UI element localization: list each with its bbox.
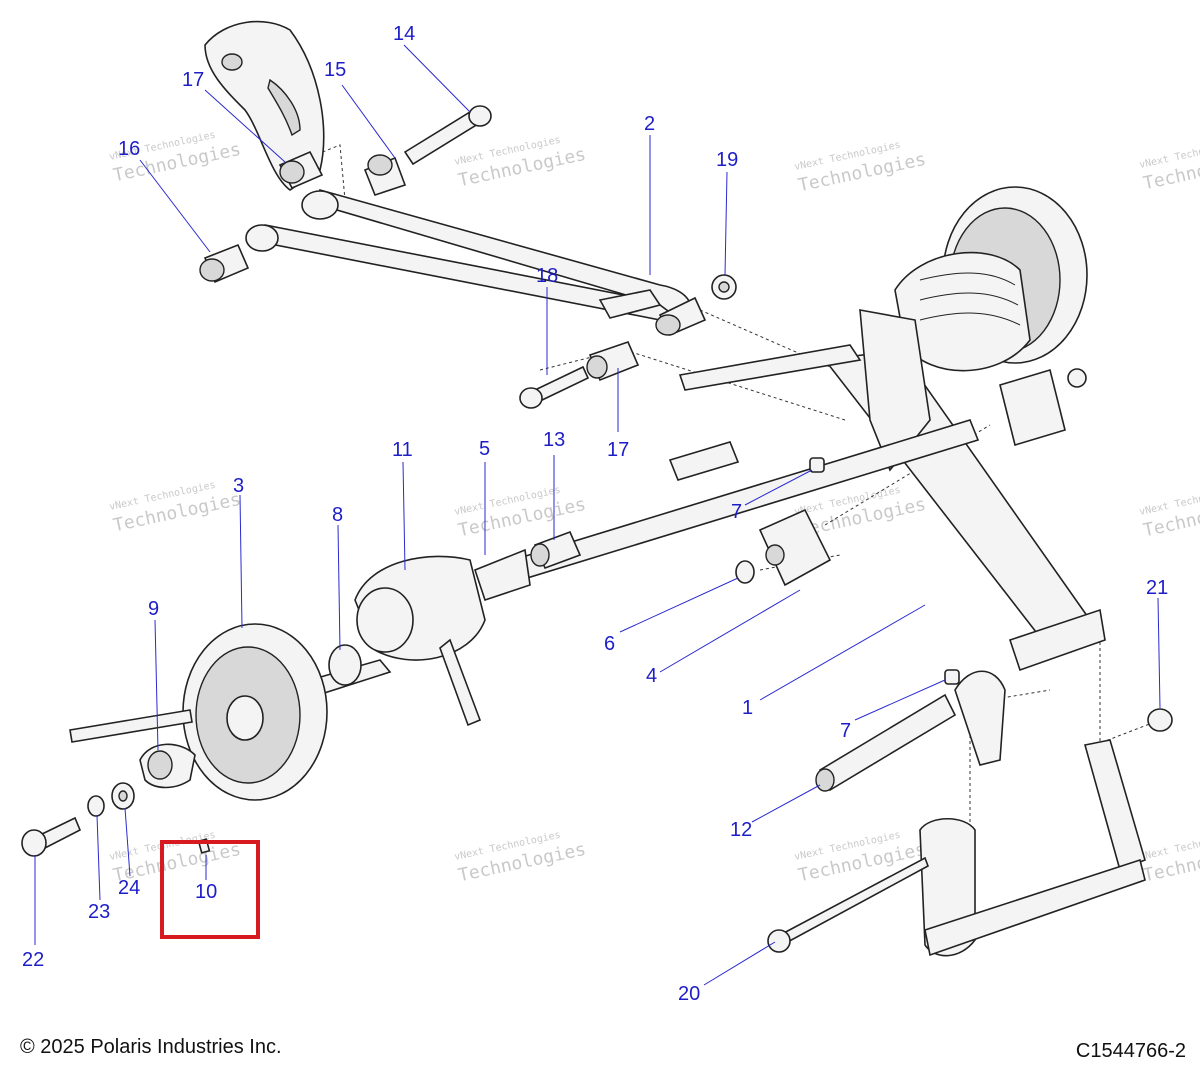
nut-part-21: [1147, 708, 1173, 732]
left-torsion-spring-part-11: [308, 548, 531, 727]
callout-15[interactable]: 15: [324, 59, 346, 81]
callout-20[interactable]: 20: [678, 983, 700, 1005]
callout-11[interactable]: 11: [392, 439, 413, 461]
callout-4[interactable]: 4: [646, 665, 657, 687]
watermark: vNext Technologies Technologies: [1138, 138, 1200, 195]
callout-7-lower[interactable]: 7: [840, 720, 851, 742]
bushing-part-16: [199, 243, 250, 284]
callout-10[interactable]: 10: [195, 881, 217, 903]
watermark: vNext Technologies Technologies: [1138, 485, 1200, 542]
spacer-part-17-mid: [586, 341, 640, 382]
callout-5[interactable]: 5: [479, 438, 490, 460]
callout-3[interactable]: 3: [233, 475, 244, 497]
block-part-4: [758, 508, 832, 587]
tube-part-12: [815, 693, 957, 792]
bolt-part-22: [21, 816, 82, 857]
bolt-part-18: [519, 365, 590, 409]
pin-part-14: [403, 105, 492, 166]
o-ring-part-6: [735, 560, 755, 584]
callout-2[interactable]: 2: [644, 113, 655, 135]
callout-21[interactable]: 21: [1146, 577, 1168, 599]
grease-fitting-part-7-upper: [809, 457, 825, 473]
right-torsion-spring: [894, 251, 1031, 372]
drawing-number: C1544766-2: [1075, 1040, 1186, 1062]
callout-7-upper[interactable]: 7: [731, 501, 742, 523]
hub-part-9: [139, 743, 196, 789]
callout-9[interactable]: 9: [148, 598, 159, 620]
callout-12[interactable]: 12: [730, 819, 752, 841]
o-ring-part-8: [328, 644, 362, 686]
callout-23[interactable]: 23: [88, 901, 110, 923]
callout-18[interactable]: 18: [536, 265, 558, 287]
lock-washer-part-23: [87, 795, 105, 817]
callout-19[interactable]: 19: [716, 149, 738, 171]
callout-17-mid[interactable]: 17: [607, 439, 629, 461]
grease-fitting-part-7-lower: [944, 669, 960, 685]
trailing-arm-part-1: [678, 309, 1106, 672]
callout-6[interactable]: 6: [604, 633, 615, 655]
bushing-arm-end: [655, 296, 707, 337]
leader-lines: [34, 44, 1161, 986]
callout-16[interactable]: 16: [118, 138, 140, 160]
bushing-part-17-top: [278, 150, 324, 190]
bushing-upper-arm: [245, 190, 339, 252]
watermark: vNext Technologies Technologies: [1138, 830, 1200, 887]
upper-bracket-plate: [204, 20, 325, 191]
watermark: vNext Technologies Technologies: [108, 480, 242, 537]
callout-17-top[interactable]: 17: [182, 69, 204, 91]
copyright-notice: © 2025 Polaris Industries Inc.: [20, 1036, 282, 1058]
callout-8[interactable]: 8: [332, 504, 343, 526]
callout-13[interactable]: 13: [543, 429, 565, 451]
callout-1[interactable]: 1: [742, 697, 753, 719]
bushing-part-15: [363, 154, 407, 196]
highlight-box: [160, 840, 260, 939]
watermark: vNext Technologies Technologies: [453, 830, 587, 887]
nut-part-19: [711, 274, 737, 300]
watermark: vNext Technologies Technologies: [793, 140, 927, 197]
watermark: vNext Technologies Technologies: [453, 135, 587, 192]
callout-14[interactable]: 14: [393, 23, 415, 45]
callouts: 14 15 17 16 2 19 18 17 13 5 11 8 3 9 7 6…: [22, 23, 1168, 1005]
long-rod-left: [69, 709, 193, 743]
block-upper-right: [999, 368, 1087, 447]
washer-part-24: [111, 782, 135, 810]
left-wheel-part-3: [182, 623, 328, 801]
lower-bracket: [919, 670, 1146, 957]
callout-22[interactable]: 22: [22, 949, 44, 971]
bolt-part-20: [767, 856, 929, 953]
callout-24[interactable]: 24: [118, 877, 140, 899]
tube-part-13: [530, 530, 582, 570]
